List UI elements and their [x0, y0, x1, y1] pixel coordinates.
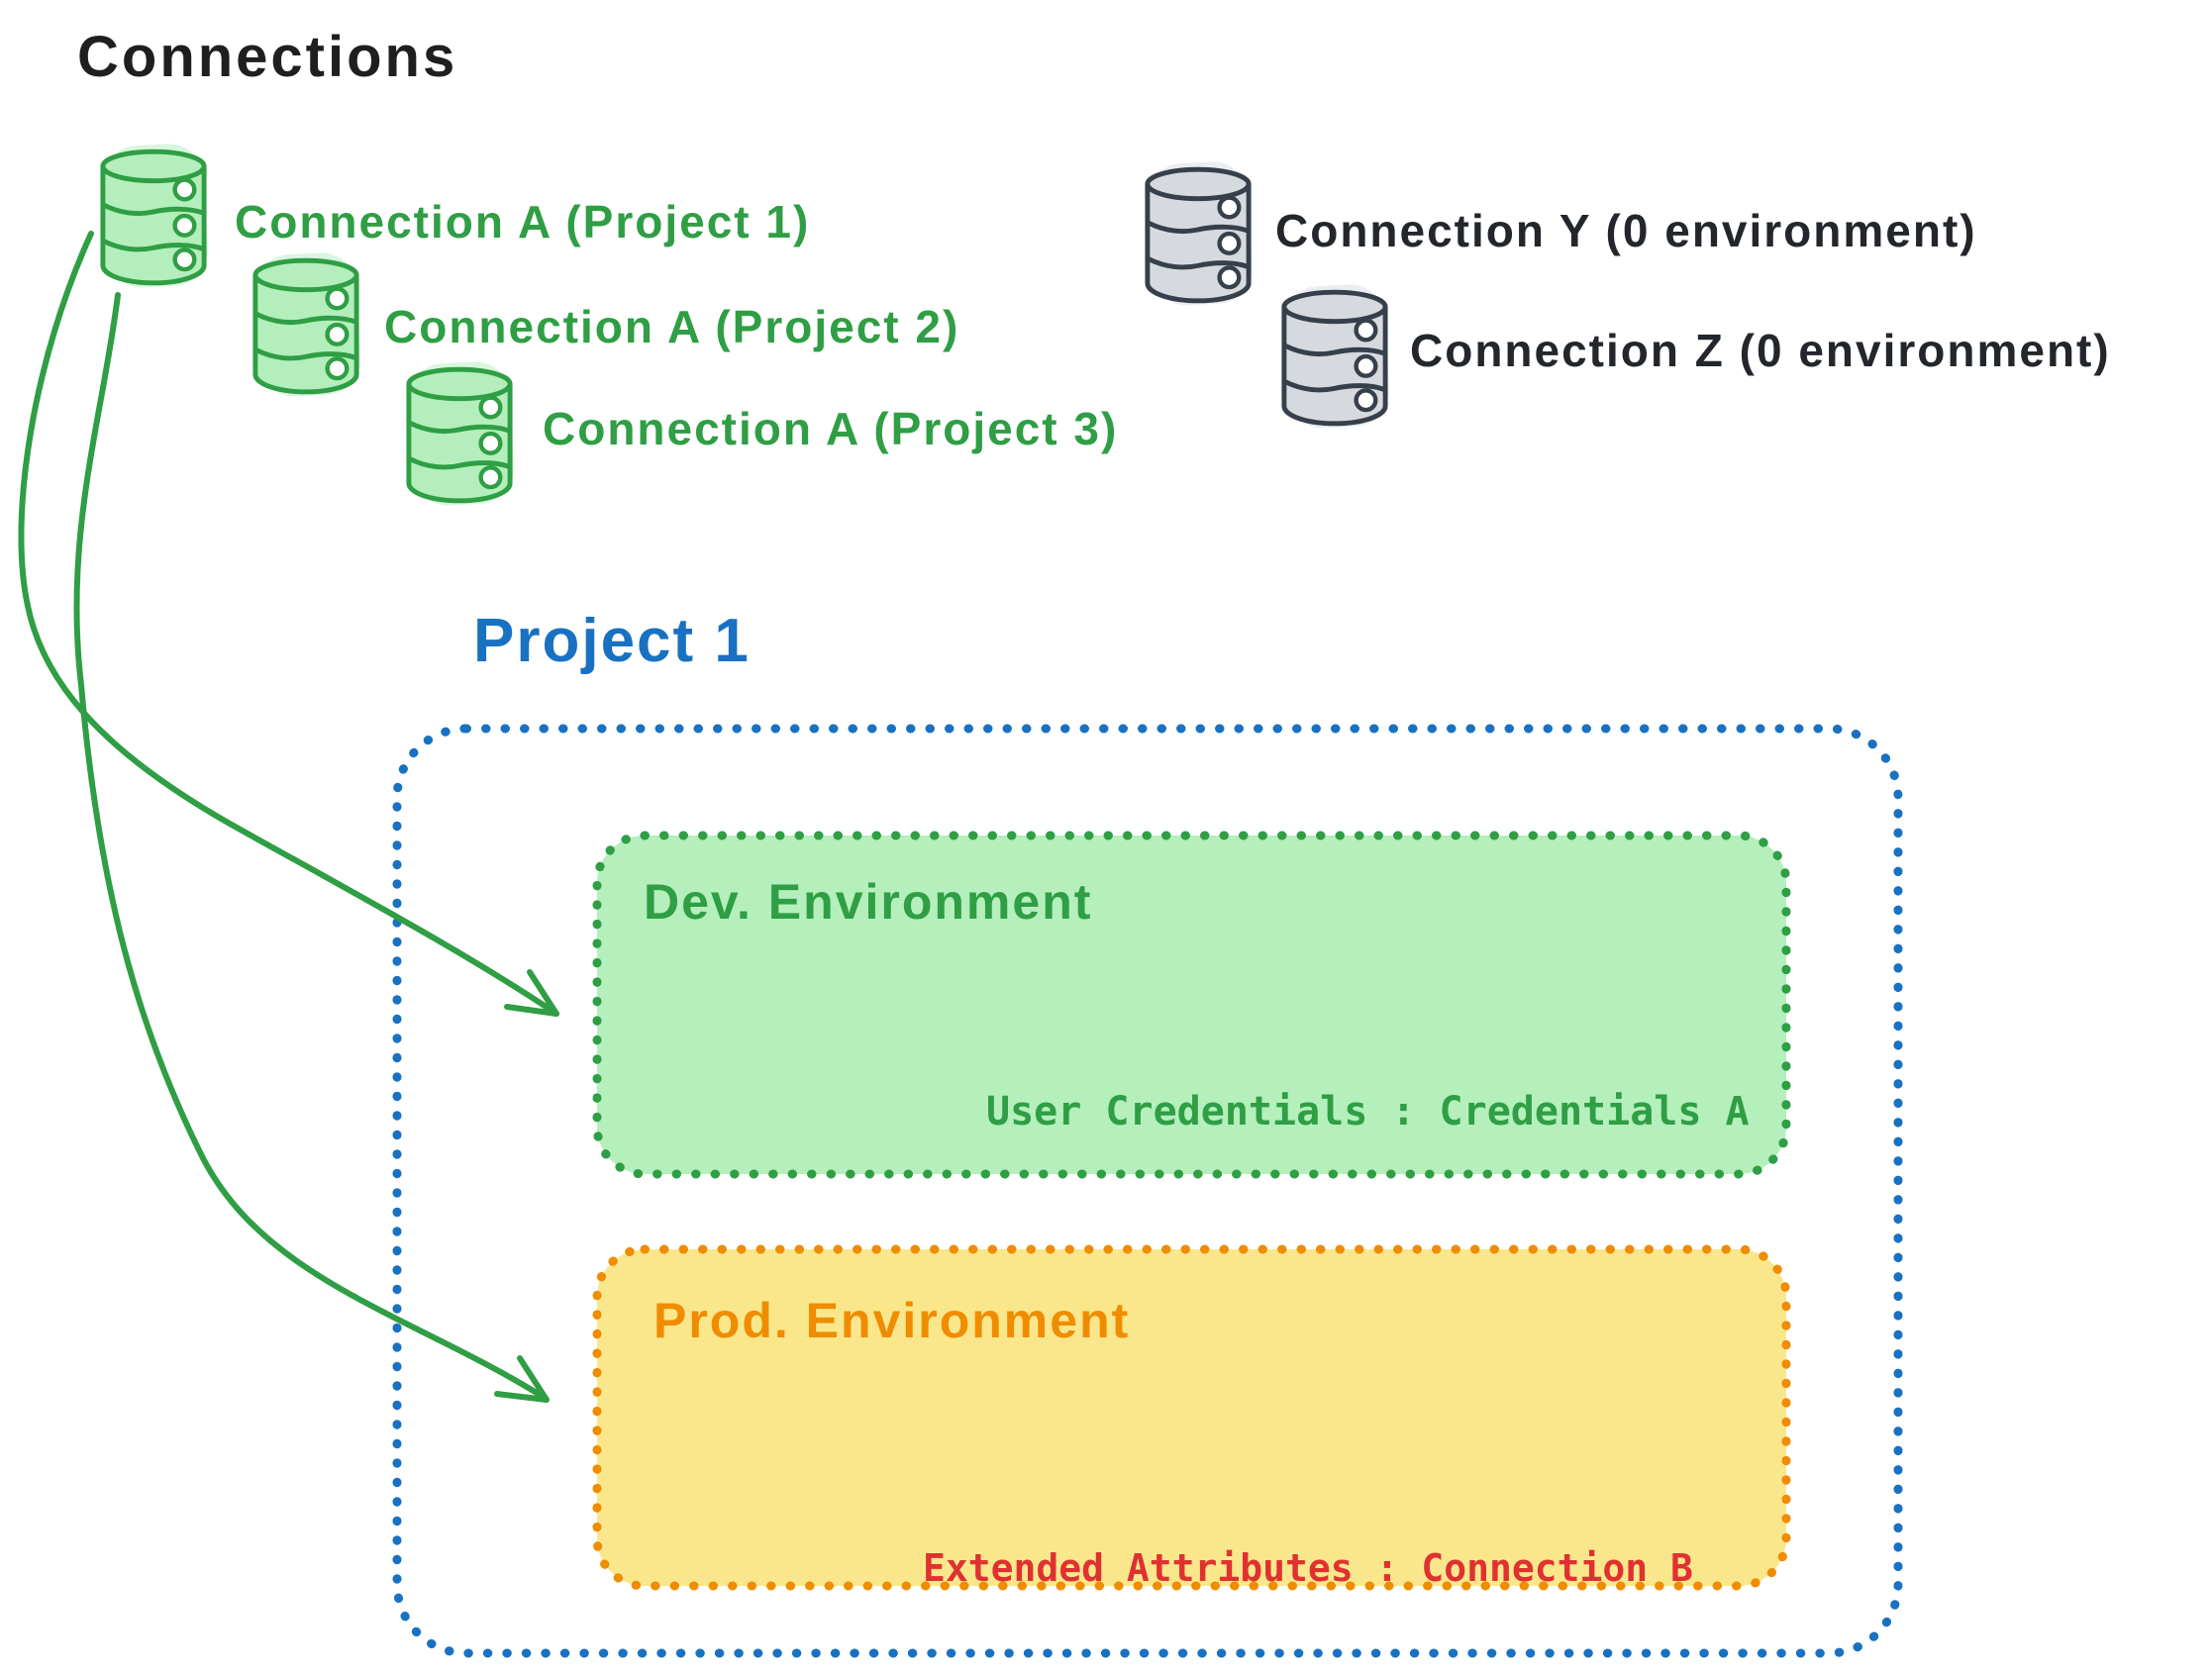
project-1-title: Project 1 — [473, 607, 751, 675]
prod-environment-box — [592, 1244, 1791, 1591]
dev-environment-box — [592, 831, 1791, 1179]
database-icon-connection-a-project-2 — [253, 250, 362, 399]
dev-environment-title: Dev. Environment — [644, 874, 1093, 930]
connections-title: Connections — [77, 25, 458, 89]
arrow-connection-a-to-dev-environment — [18, 231, 559, 1017]
database-icon-connection-a-project-3 — [407, 359, 516, 508]
arrow-connection-a-to-prod-environment — [73, 292, 550, 1403]
prod-environment-credentials-lines: Extended Attributes : Connection B Ext.A… — [923, 1447, 1716, 1674]
connection-a-project-2-label: Connection A (Project 2) — [384, 301, 960, 352]
prod-extended-attributes-line: Extended Attributes : Connection B — [923, 1546, 1693, 1590]
database-icon-connection-y — [1146, 159, 1255, 308]
connection-y-label: Connection Y (0 environment) — [1275, 205, 1977, 256]
connection-z-label: Connection Z (0 environment) — [1410, 325, 2111, 376]
database-icon-connection-a-project-1 — [101, 142, 210, 290]
project-1-container-box — [392, 724, 1903, 1658]
prod-environment-title: Prod. Environment — [654, 1293, 1131, 1348]
connection-a-project-1-label: Connection A (Project 1) — [235, 196, 811, 247]
connection-a-project-3-label: Connection A (Project 3) — [543, 403, 1119, 454]
database-icon-connection-z — [1282, 282, 1391, 431]
dev-environment-credentials-line: User Credentials : Credentials A — [986, 1089, 1750, 1134]
